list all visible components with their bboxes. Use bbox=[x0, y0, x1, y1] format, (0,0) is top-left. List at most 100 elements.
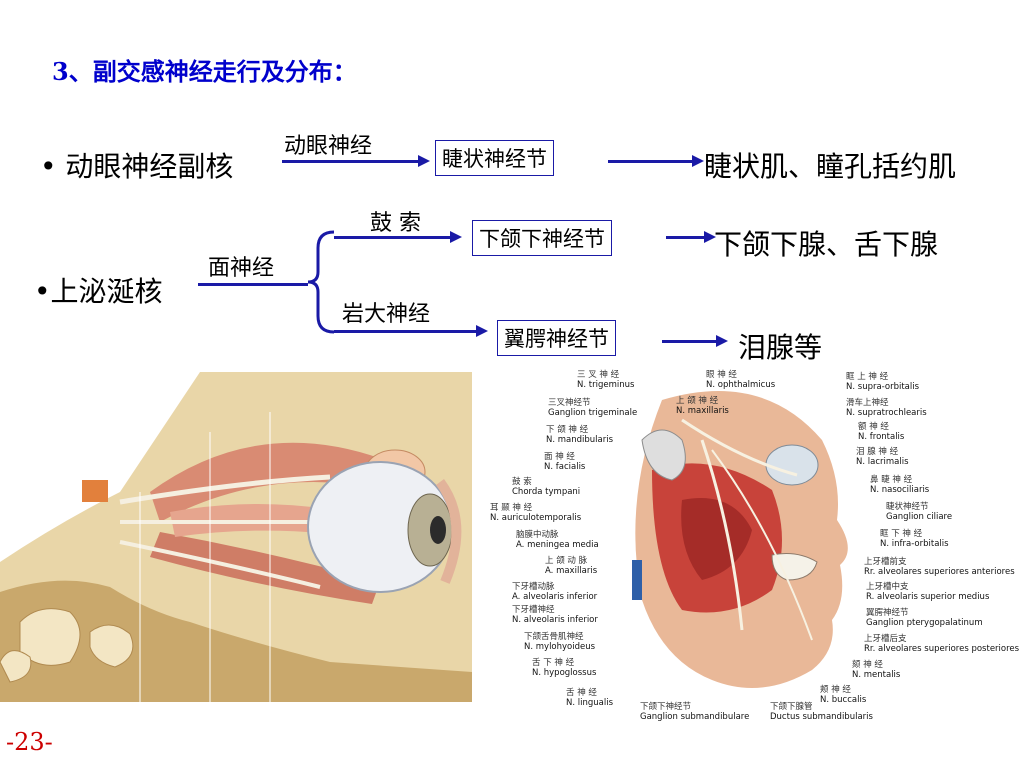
target-ciliary-muscles: 睫状肌、瞳孔括约肌 bbox=[704, 150, 957, 183]
figure-label-en: N. maxillaris bbox=[676, 406, 729, 416]
figure-label-en: N. alveolaris inferior bbox=[512, 615, 598, 625]
figure-label-cn: 下颌舌骨肌神经 bbox=[524, 632, 584, 642]
figure-label-cn: 上 颌 神 经 bbox=[676, 396, 719, 406]
figure-label-cn: 上牙槽后支 bbox=[864, 634, 907, 644]
figure-label-cn: 面 神 经 bbox=[544, 452, 575, 462]
figure-label-cn: 鼻 睫 神 经 bbox=[870, 475, 913, 485]
figure-label-en: N. auriculotemporalis bbox=[490, 513, 582, 523]
figure-label-cn: 滑车上神经 bbox=[846, 398, 889, 408]
figure-label-en: N. lacrimalis bbox=[856, 457, 909, 467]
page-number: -23- bbox=[6, 728, 53, 756]
figure-label-cn: 舌 下 神 经 bbox=[532, 658, 575, 668]
figure-label-en: N. lingualis bbox=[566, 698, 614, 708]
figure-label-en: R. alveolaris superior medius bbox=[866, 592, 990, 602]
nerve-label-chorda-tympani: 鼓 索 bbox=[370, 211, 421, 236]
figure-label-en: N. mentalis bbox=[852, 670, 901, 680]
ganglion-submandibular-box: 下颌下神经节 bbox=[472, 220, 612, 256]
figure-label-cn: 下牙槽动脉 bbox=[512, 582, 555, 592]
figure-label-en: N. mylohyoideus bbox=[524, 642, 596, 652]
nerve-label-greater-petrosal: 岩大神经 bbox=[342, 302, 431, 327]
arrow-submandibular-to-target bbox=[666, 231, 716, 243]
figure-label-cn: 眶 上 神 经 bbox=[846, 372, 889, 382]
figure-label-cn: 上牙槽中支 bbox=[866, 582, 909, 592]
arrow-chorda-to-submandibular bbox=[334, 231, 462, 243]
arrow-pterygopalatine-to-target bbox=[662, 335, 728, 347]
figure-label-en: N. nasociliaris bbox=[870, 485, 930, 495]
nerve-label-oculomotor: 动眼神经 bbox=[284, 134, 373, 159]
figure-label-en: Ductus submandibularis bbox=[770, 712, 873, 722]
branch-brace bbox=[307, 230, 335, 334]
figure-label-cn: 泪 腺 神 经 bbox=[856, 447, 899, 457]
figure-label-en: Rr. alveolares superiores posteriores bbox=[864, 644, 1020, 654]
figure-label-cn: 三叉神经节 bbox=[548, 398, 591, 408]
figure-label-cn: 鼓 索 bbox=[512, 477, 532, 487]
orbit-illustration bbox=[0, 372, 472, 702]
figure-label-en: N. supra-orbitalis bbox=[846, 382, 920, 392]
figure-label-en: N. infra-orbitalis bbox=[880, 539, 949, 549]
arrow-petrosal-to-pterygopalatine bbox=[334, 325, 488, 337]
figure-label-cn: 颊 神 经 bbox=[820, 685, 851, 695]
ganglion-pterygopalatine-box: 翼腭神经节 bbox=[497, 320, 616, 356]
figure-label-en: Ganglion ciliare bbox=[886, 512, 953, 522]
figure-label-en: Ganglion pterygopalatinum bbox=[866, 618, 983, 628]
figure-label-en: A. maxillaris bbox=[545, 566, 598, 576]
figure-label-cn: 下颌下腺管 bbox=[770, 702, 813, 712]
figure-label-cn: 翼腭神经节 bbox=[866, 608, 909, 618]
figure-label-en: N. buccalis bbox=[820, 695, 867, 705]
figure-label-cn: 眶 下 神 经 bbox=[880, 529, 923, 539]
figure-label-cn: 额 神 经 bbox=[858, 422, 889, 432]
figure-label-cn: 下 颌 神 经 bbox=[546, 425, 589, 435]
figure-label-cn: 眼 神 经 bbox=[706, 370, 737, 380]
nerve-label-facial: 面神经 bbox=[208, 256, 275, 281]
figure-label-cn: 三 叉 神 经 bbox=[577, 370, 620, 380]
target-salivary-glands: 下颌下腺、舌下腺 bbox=[714, 228, 939, 261]
figure-label-en: N. ophthalmicus bbox=[706, 380, 776, 390]
figure-label-cn: 舌 神 经 bbox=[566, 688, 597, 698]
nucleus-superior-salivatory: •上泌涎核 bbox=[34, 275, 163, 308]
figure-label-cn: 颏 神 经 bbox=[852, 660, 883, 670]
figure-label-cn: 耳 颞 神 经 bbox=[490, 503, 533, 513]
figure-label-cn: 脑膜中动脉 bbox=[516, 530, 559, 540]
figure-label-en: N. supratrochlearis bbox=[846, 408, 927, 418]
figure-label-cn: 上牙槽前支 bbox=[864, 557, 907, 567]
ganglion-ciliary-box: 睫状神经节 bbox=[435, 140, 554, 176]
figure-label-en: N. frontalis bbox=[858, 432, 905, 442]
figure-label-en: A. alveolaris inferior bbox=[512, 592, 598, 602]
arrow-oculomotor-to-ciliary bbox=[282, 155, 430, 167]
figure-label-en: Ganglion submandibulare bbox=[640, 712, 750, 722]
figure-label-cn: 睫状神经节 bbox=[886, 502, 929, 512]
nucleus-oculomotor-accessory: • 动眼神经副核 bbox=[40, 150, 234, 183]
figure-label-en: N. mandibularis bbox=[546, 435, 614, 445]
facial-nerve-line bbox=[198, 283, 308, 286]
figure-label-cn: 下牙槽神经 bbox=[512, 605, 555, 615]
